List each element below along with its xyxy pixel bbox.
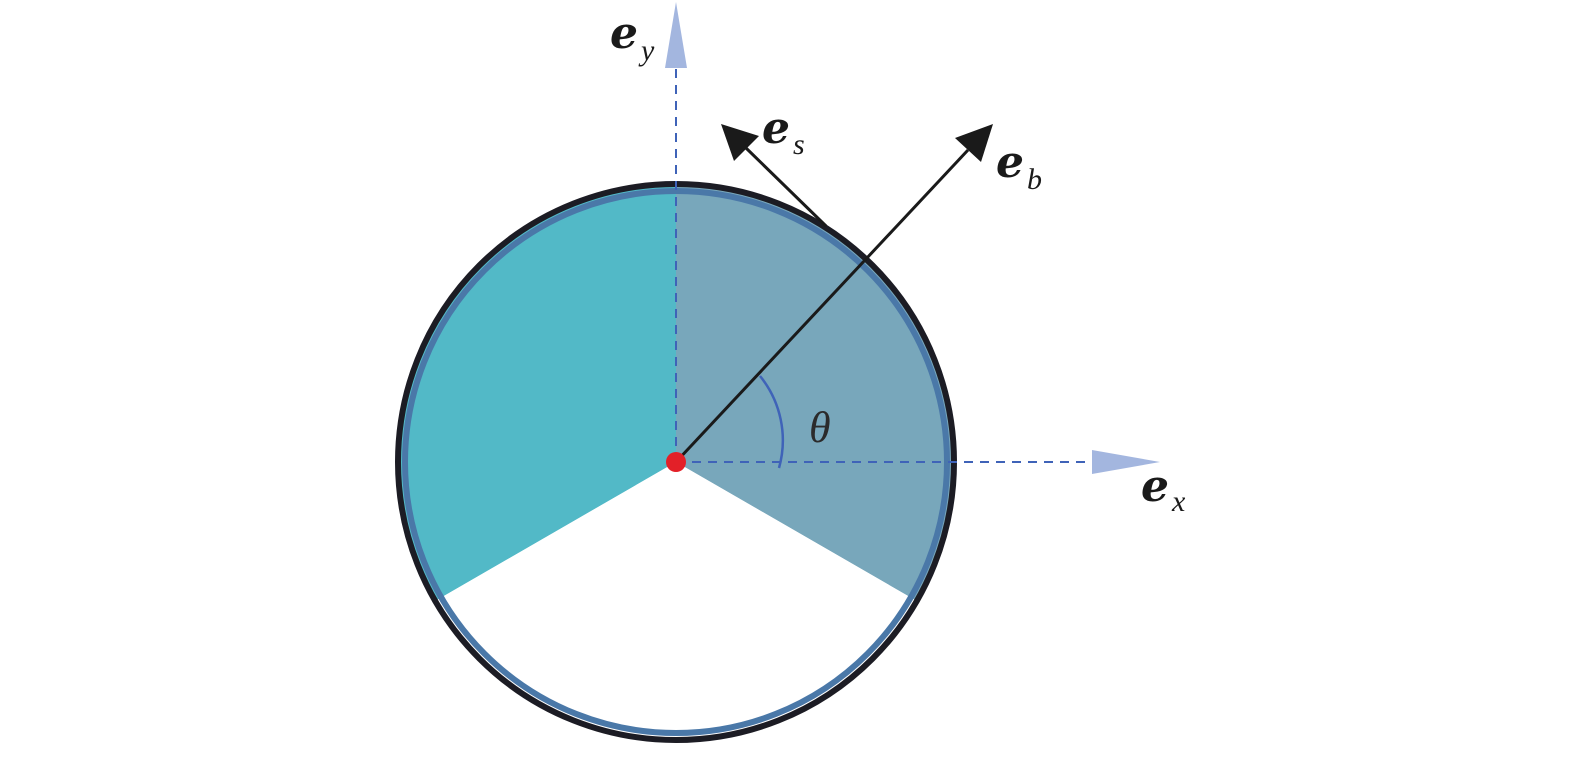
vectors (674, 124, 993, 464)
label-es-main: e (762, 103, 790, 154)
vector-es-arrowhead (721, 124, 759, 161)
label-es-sub: s (793, 128, 805, 161)
label-ey-sub: y (638, 34, 655, 67)
circle-inner-rim (402, 188, 950, 736)
vector-eb-arrowhead (955, 124, 993, 162)
sector-bottom (435, 462, 917, 741)
label-theta: θ (809, 403, 831, 452)
theta-angle-arc (759, 375, 785, 469)
vector-es-line (744, 146, 828, 228)
circle-cross-section (395, 181, 957, 743)
label-ex-sub: x (1171, 485, 1186, 518)
y-axis-arrowhead (665, 2, 687, 68)
center-point (666, 452, 686, 472)
label-ex-main: e (1141, 461, 1169, 512)
label-eb-main: e (996, 137, 1024, 188)
x-axis-arrowhead (1092, 450, 1160, 474)
label-eb-sub: b (1027, 163, 1042, 196)
vector-eb-line (674, 148, 970, 464)
coordinate-axes (665, 2, 1160, 474)
label-ey-main: e (610, 8, 638, 59)
